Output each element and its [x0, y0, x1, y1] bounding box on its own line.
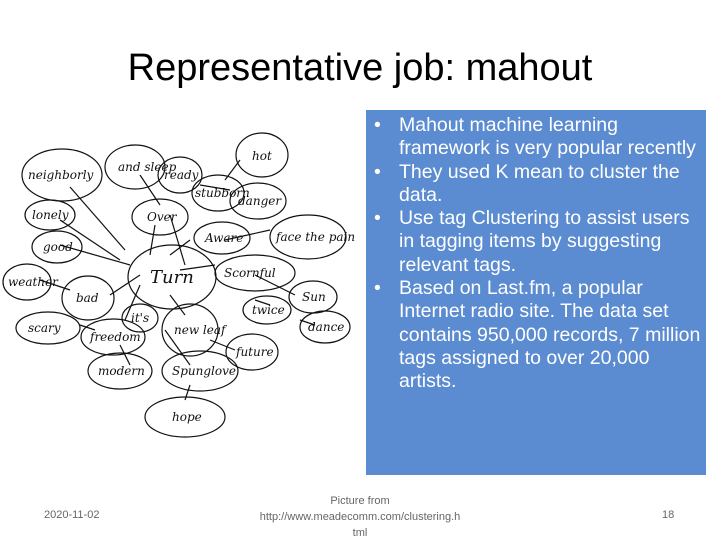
tag-label: stubborn: [195, 186, 250, 200]
tag-label: it's: [131, 311, 149, 325]
tag-bubble: [214, 254, 296, 292]
tag-label: bad: [76, 291, 99, 305]
tag-bubble: [242, 295, 292, 325]
tag-label: good: [43, 240, 73, 254]
tag-bubble: [161, 350, 239, 392]
footer-date: 2020-11-02: [44, 509, 100, 521]
tag-label: Over: [147, 210, 178, 224]
bullet-list: Mahout machine learning framework is ver…: [374, 114, 704, 394]
footer-source: Picture from http://www.meadecomm.com/cl…: [250, 493, 470, 541]
tag-label: weather: [8, 275, 59, 289]
tag-bubble: [161, 303, 219, 357]
tag-label: danger: [238, 194, 282, 208]
tag-bubble: [235, 132, 289, 178]
tag-bubble: [191, 174, 245, 212]
slide-title: Representative job: mahout: [127, 47, 593, 89]
tag-label: neighborly: [28, 168, 94, 182]
bullet-item: Use tag Clustering to assist users in ta…: [374, 207, 704, 277]
tag-bubble: [193, 221, 251, 255]
tag-label: face the pain: [275, 230, 355, 244]
tag-bubble: [157, 156, 203, 194]
page-number: 18: [662, 509, 675, 521]
tag-bubble: [24, 199, 76, 231]
tag-label: future: [235, 345, 274, 359]
tag-bubble: [144, 396, 226, 438]
source-line: tml: [352, 527, 368, 539]
tag-bubble: [225, 333, 279, 371]
tag-bubble: [121, 303, 159, 333]
tag-label: Sun: [302, 290, 326, 304]
tag-bubble: [87, 352, 153, 390]
bullet-item: They used K mean to cluster the data.: [374, 161, 704, 208]
tag-label: Aware: [204, 231, 243, 245]
tag-bubble: [15, 311, 81, 345]
tag-label: Turn: [150, 267, 194, 288]
source-line: http://www.meadecomm.com/clustering.h: [259, 511, 461, 523]
bullet-item: Based on Last.fm, a popular Internet rad…: [374, 277, 704, 393]
tag-label: modern: [98, 364, 145, 378]
tag-label: hot: [252, 149, 272, 163]
tag-bubble: [104, 144, 166, 190]
tag-label: and sleep: [118, 160, 177, 174]
tag-bubble: [229, 182, 287, 220]
tag-label: twice: [252, 303, 285, 317]
tag-cluster-sketch: and sleep hot neighborly ready stubborn …: [2, 132, 355, 438]
tag-bubble: [2, 263, 52, 301]
tag-label: ready: [164, 168, 199, 182]
tag-bubble: [269, 214, 347, 260]
tag-label: new leaf: [174, 323, 228, 337]
bullet-item: Mahout machine learning framework is ver…: [374, 114, 704, 161]
tag-bubble: [131, 198, 189, 236]
tag-bubble: [80, 318, 146, 356]
tag-label: Scornful: [224, 266, 276, 280]
tag-label: Spunglove: [172, 364, 236, 378]
tag-label: hope: [172, 410, 202, 424]
tag-bubble: [61, 275, 115, 321]
tag-bubble: [21, 148, 103, 202]
tag-bubble: [299, 310, 351, 344]
tag-label: lonely: [32, 208, 69, 222]
tag-bubble: [31, 230, 83, 264]
tag-label: dance: [308, 320, 344, 334]
source-line: Picture from: [330, 495, 390, 507]
tag-label: freedom: [89, 330, 141, 344]
tag-label: scary: [28, 321, 61, 335]
